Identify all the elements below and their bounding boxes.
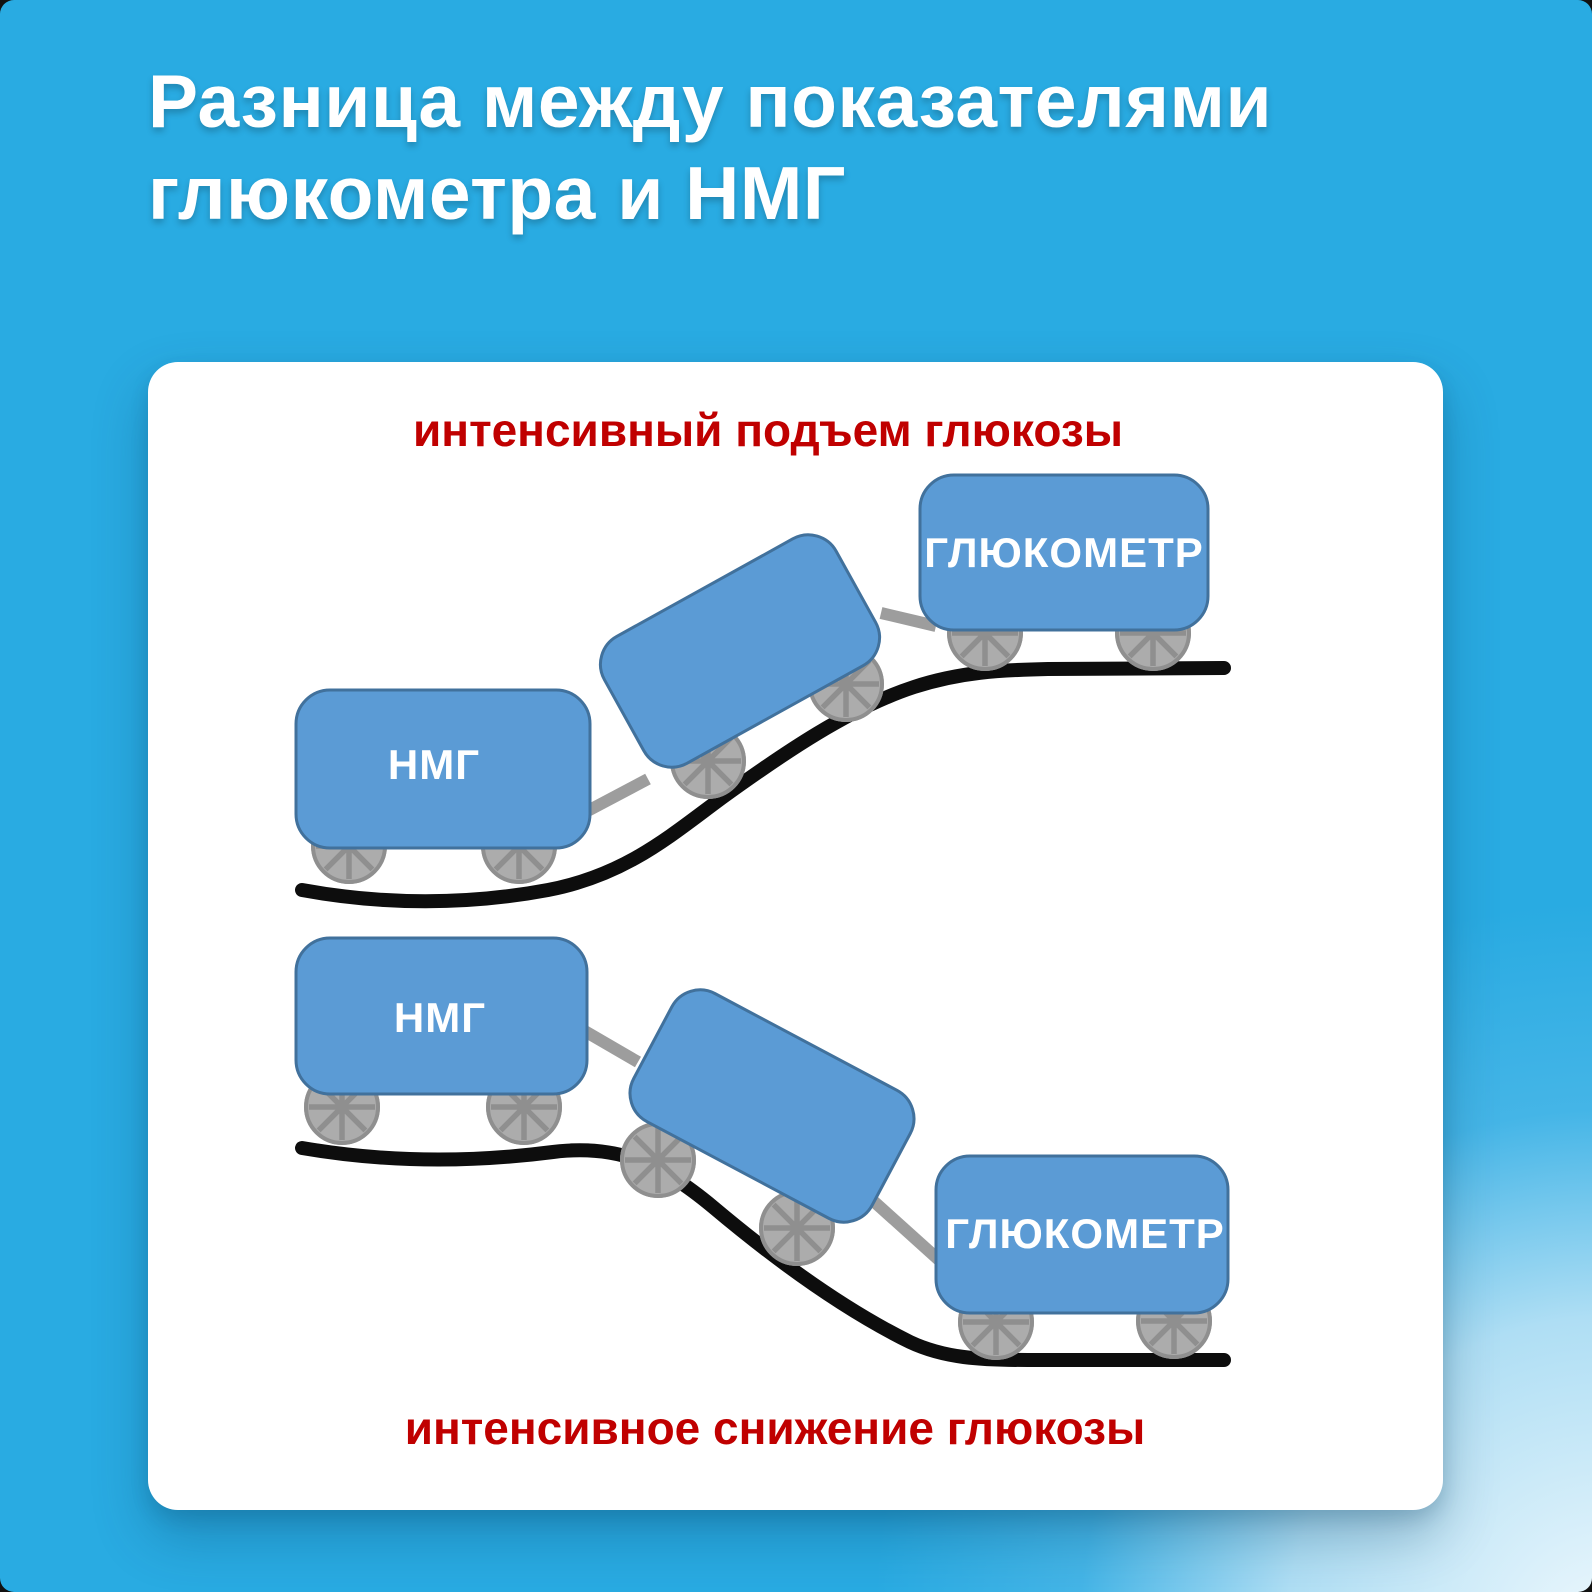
car-body [294, 688, 592, 850]
coupler [879, 607, 938, 632]
glucometer-car-fall: ГЛЮКОМЕТР [934, 1154, 1230, 1360]
diagram-card: интенсивный подъем глюкозы НМГ [148, 362, 1443, 1510]
car-label-glucometer: ГЛЮКОМЕТР [945, 1210, 1225, 1257]
car-label-cgm: НМГ [388, 741, 480, 788]
cgm-car-fall: НМГ [294, 936, 589, 1145]
track-downhill [295, 1141, 1231, 1367]
car-body [918, 473, 1210, 632]
caption-glucose-fall: интенсивное снижение глюкозы [405, 1402, 1146, 1454]
car-body [934, 1154, 1230, 1315]
scene-glucose-fall: НМГ ГЛЮКОМЕТР интенсивное снижение глюко… [294, 936, 1231, 1454]
scene-glucose-rise: интенсивный подъем глюкозы НМГ [294, 404, 1231, 909]
car-body [294, 936, 589, 1096]
coupler [865, 1193, 945, 1266]
car-body [628, 988, 916, 1224]
middle-car-fall [619, 988, 916, 1266]
caption-glucose-rise: интенсивный подъем глюкозы [413, 404, 1123, 456]
page-title: Разница между показателями глюкометра и … [148, 59, 1273, 235]
track-uphill [295, 661, 1231, 909]
middle-car-rise [598, 533, 891, 799]
car-label-cgm: НМГ [394, 994, 486, 1041]
car-label-glucometer: ГЛЮКОМЕТР [924, 529, 1204, 576]
car-body [598, 533, 882, 769]
cgm-car-rise: НМГ [294, 688, 592, 884]
train-diagram: интенсивный подъем глюкозы НМГ [294, 404, 1231, 1454]
glucometer-car-rise: ГЛЮКОМЕТР [918, 473, 1210, 671]
